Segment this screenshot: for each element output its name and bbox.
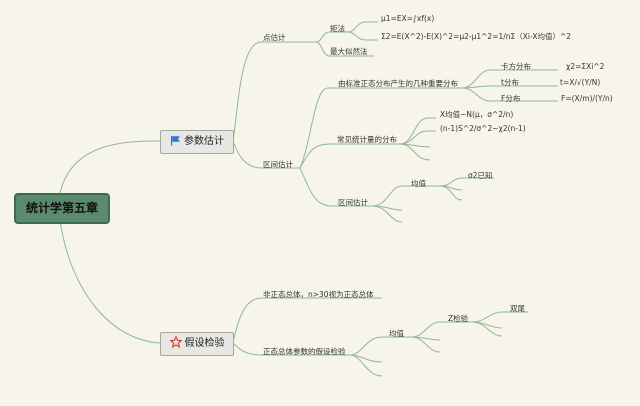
node-derived-distributions[interactable]: 由标准正态分布产生的几种重要分布 xyxy=(338,79,458,88)
formula-f[interactable]: F=(X/m)/(Y/n) xyxy=(561,94,613,103)
node-z-test[interactable]: Z检验 xyxy=(448,314,469,323)
formula-sample-variance[interactable]: (n-1)S^2/σ^2~χ2(n-1) xyxy=(440,124,526,133)
node-chi-square[interactable]: 卡方分布 xyxy=(501,62,531,71)
node-two-tailed[interactable]: 双尾 xyxy=(510,304,525,313)
node-common-statistics[interactable]: 常见统计量的分布 xyxy=(337,135,397,144)
branch-hypothesis-testing[interactable]: 假设检验 xyxy=(160,332,234,356)
node-sigma-known[interactable]: σ2已知 xyxy=(468,171,493,180)
star-icon xyxy=(168,335,183,349)
node-point-estimate[interactable]: 点估计 xyxy=(263,33,286,42)
node-f-distribution[interactable]: F分布 xyxy=(501,94,521,103)
flag-icon xyxy=(171,136,180,146)
formula-mu1[interactable]: μ1=EX=∫xf(x) xyxy=(381,14,435,23)
node-non-normal-population[interactable]: 非正态总体，n>30视为正态总体 xyxy=(263,290,374,299)
node-mean[interactable]: 均值 xyxy=(411,179,426,188)
node-normal-population-test[interactable]: 正态总体参数的假设检验 xyxy=(263,347,346,356)
branch-label: 假设检验 xyxy=(184,338,225,349)
formula-chi-square[interactable]: χ2=ΣXi^2 xyxy=(566,62,605,71)
branch-param-estimation[interactable]: 参数估计 xyxy=(160,130,234,154)
node-interval-estimate-inner[interactable]: 区间估计 xyxy=(338,198,368,207)
node-max-likelihood[interactable]: 最大似然法 xyxy=(330,47,368,56)
node-test-mean[interactable]: 均值 xyxy=(389,329,404,338)
node-moment-method[interactable]: 矩法 xyxy=(330,24,345,33)
node-interval-estimate[interactable]: 区间估计 xyxy=(263,160,293,169)
root-node[interactable]: 统计学第五章 xyxy=(14,193,110,224)
formula-sigma2[interactable]: Σ2=E(X^2)-E(X)^2=μ2-μ1^2=1/nΣ（Xi-X均值）^2 xyxy=(381,32,572,41)
formula-sample-mean[interactable]: X均值~N(μ，σ^2/n) xyxy=(440,110,514,119)
formula-t[interactable]: t=X/√(Y/N) xyxy=(560,78,601,87)
branch-label: 参数估计 xyxy=(184,136,224,147)
node-t-distribution[interactable]: t分布 xyxy=(501,78,519,87)
